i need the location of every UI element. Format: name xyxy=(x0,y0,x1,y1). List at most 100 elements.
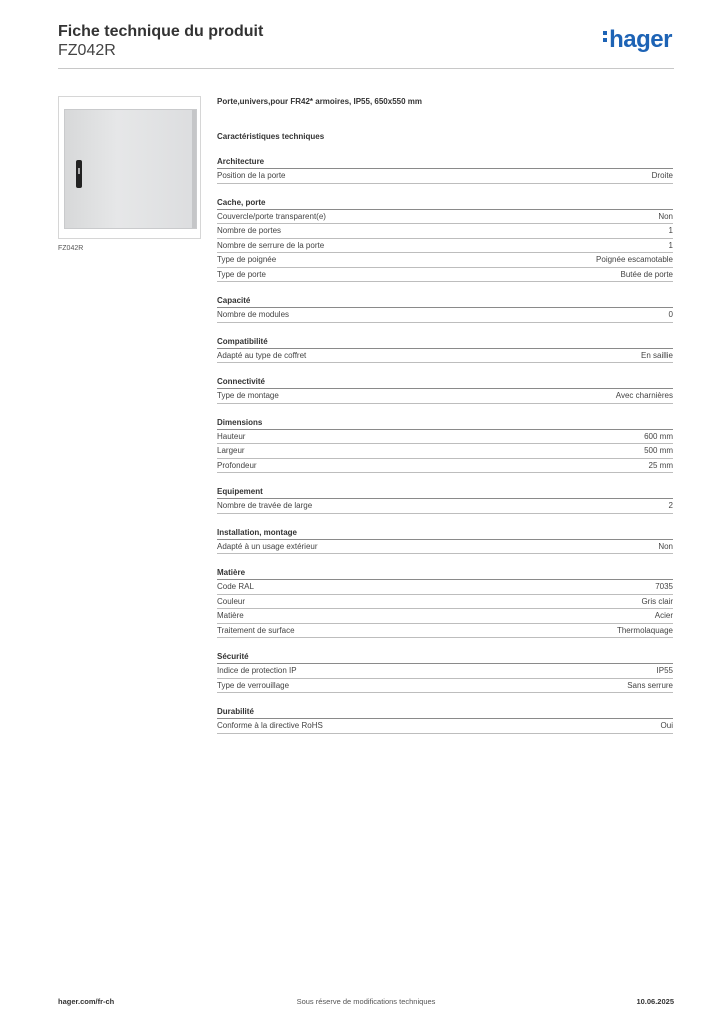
spec-label: Hauteur xyxy=(217,431,246,441)
product-description: Porte,univers,pour FR42* armoires, IP55,… xyxy=(217,97,422,106)
image-caption: FZ042R xyxy=(58,245,84,252)
spec-value: Gris clair xyxy=(641,596,673,606)
spec-row: Code RAL 7035 xyxy=(217,580,673,595)
section-title: Connectivité xyxy=(217,376,673,389)
spec-row: Type de montage Avec charnières xyxy=(217,389,673,404)
spec-value: Butée de porte xyxy=(620,269,673,279)
spec-label: Nombre de travée de large xyxy=(217,501,313,510)
hager-logo: hager xyxy=(603,26,672,54)
spec-row: Indice de protection IP IP55 xyxy=(217,664,673,679)
spec-label: Adapté à un usage extérieur xyxy=(217,541,318,551)
spec-value: IP55 xyxy=(656,666,673,675)
spec-row: Couleur Gris clair xyxy=(217,595,673,609)
spec-row: Largeur 500 mm xyxy=(217,444,673,459)
product-reference: FZ042R xyxy=(58,42,116,59)
spec-label: Position de la porte xyxy=(217,171,286,180)
spec-value: 600 mm xyxy=(644,431,673,441)
spec-row: Traitement de surface Thermolaquage xyxy=(217,624,673,638)
header-divider xyxy=(58,68,674,69)
spec-label: Couleur xyxy=(217,596,246,606)
section-title: Compatibilité xyxy=(217,336,673,349)
spec-label: Adapté au type de coffret xyxy=(217,350,307,360)
spec-value: Acier xyxy=(654,611,673,620)
logo-text: hager xyxy=(609,26,672,53)
spec-value: Sans serrure xyxy=(627,680,673,690)
spec-row: Nombre de portes 1 xyxy=(217,224,673,239)
spec-label: Type de poignée xyxy=(217,255,277,264)
spec-label: Code RAL xyxy=(217,582,254,591)
spec-value: Non xyxy=(658,211,673,221)
spec-value: 25 mm xyxy=(648,460,673,470)
spec-label: Largeur xyxy=(217,446,245,455)
door-handle-icon xyxy=(76,160,82,188)
section-title: Capacité xyxy=(217,295,673,308)
section-title: Cache, porte xyxy=(217,197,673,210)
spec-value: Thermolaquage xyxy=(616,625,673,635)
spec-row: Nombre de serrure de la porte 1 xyxy=(217,239,673,253)
logo-dots-icon xyxy=(603,28,608,45)
spec-label: Nombre de serrure de la porte xyxy=(217,240,325,250)
section-title: Matière xyxy=(217,567,673,580)
spec-label: Couvercle/porte transparent(e) xyxy=(217,211,326,221)
spec-row: Position de la porte Droite xyxy=(217,169,673,184)
spec-value: 0 xyxy=(668,310,673,319)
specs-heading: Caractéristiques techniques xyxy=(217,132,325,141)
spec-label: Nombre de portes xyxy=(217,226,282,235)
spec-value: Droite xyxy=(651,171,673,180)
product-image xyxy=(58,96,201,239)
footer-website-link[interactable]: hager.com/fr-ch xyxy=(58,997,115,1006)
spec-row: Matière Acier xyxy=(217,609,673,624)
spec-value: En saillie xyxy=(640,350,673,360)
spec-value: Avec charnières xyxy=(615,391,673,400)
specifications-panel: Porte,univers,pour FR42* armoires, IP55,… xyxy=(217,96,673,734)
spec-value: Poignée escamotable xyxy=(596,255,673,264)
spec-label: Type de porte xyxy=(217,269,266,279)
spec-label: Indice de protection IP xyxy=(217,666,297,675)
spec-value: 7035 xyxy=(655,582,673,591)
spec-label: Traitement de surface xyxy=(217,625,295,635)
section-title: Architecture xyxy=(217,156,673,169)
spec-value: 1 xyxy=(668,226,673,235)
spec-label: Type de montage xyxy=(217,391,279,400)
spec-row: Nombre de travée de large 2 xyxy=(217,499,673,514)
spec-value: 500 mm xyxy=(644,446,673,455)
spec-label: Nombre de modules xyxy=(217,310,290,319)
spec-row: Hauteur 600 mm xyxy=(217,430,673,444)
footer-disclaimer: Sous réserve de modifications techniques xyxy=(296,997,436,1006)
spec-value: 2 xyxy=(668,501,673,510)
spec-label: Type de verrouillage xyxy=(217,680,290,690)
section-title: Dimensions xyxy=(217,417,673,430)
section-title: Equipement xyxy=(217,486,673,499)
spec-row: Adapté à un usage extérieur Non xyxy=(217,540,673,554)
spec-row: Couvercle/porte transparent(e) Non xyxy=(217,210,673,224)
spec-row: Type de verrouillage Sans serrure xyxy=(217,679,673,693)
footer-date: 10.06.2025 xyxy=(636,997,674,1006)
spec-label: Conforme à la directive RoHS xyxy=(217,721,323,730)
spec-value: 1 xyxy=(668,240,673,250)
spec-row: Adapté au type de coffret En saillie xyxy=(217,349,673,363)
spec-value: Non xyxy=(658,541,673,551)
section-title: Sécurité xyxy=(217,651,673,664)
spec-row: Conforme à la directive RoHS Oui xyxy=(217,719,673,734)
document-title: Fiche technique du produit xyxy=(58,23,264,40)
spec-value: Oui xyxy=(660,721,673,730)
section-title: Durabilité xyxy=(217,706,673,719)
spec-row: Type de porte Butée de porte xyxy=(217,268,673,282)
page-header: Fiche technique du produit FZ042R hager xyxy=(58,22,674,70)
door-panel-illustration xyxy=(64,109,197,229)
spec-row: Type de poignée Poignée escamotable xyxy=(217,253,673,268)
spec-label: Matière xyxy=(217,611,244,620)
